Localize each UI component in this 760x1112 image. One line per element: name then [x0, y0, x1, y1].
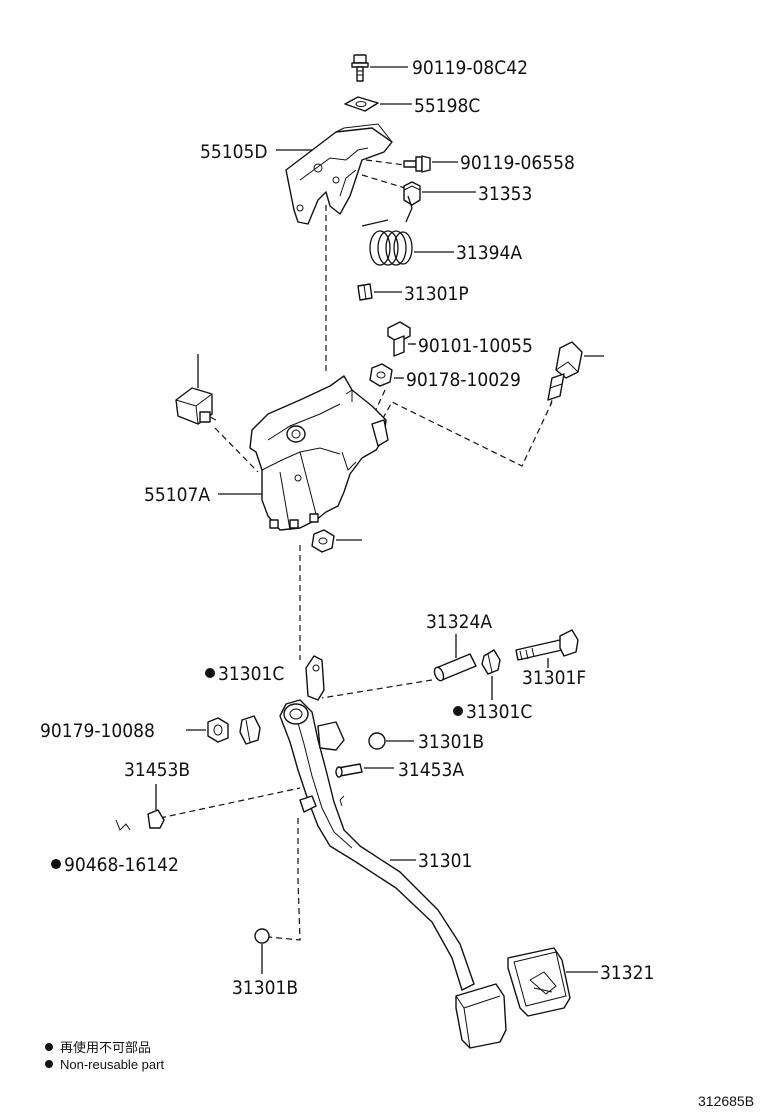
label-31301P: 31301P — [404, 283, 469, 305]
legend-line-2: Non-reusable part — [60, 1057, 164, 1072]
label-31301B-top: 31301B — [418, 731, 484, 753]
stop-lamp-sensor-left — [175, 354, 217, 425]
label-55198C: 55198C — [414, 95, 480, 117]
legend-dot-1 — [45, 1043, 53, 1051]
bolt-90119-08C42 — [351, 54, 408, 82]
label-31301C-left: 31301C — [218, 663, 284, 685]
bushing-31353 — [403, 181, 476, 206]
legend-dot-2 — [45, 1060, 53, 1068]
label-55107A: 55107A — [144, 484, 210, 506]
label-31324A: 31324A — [426, 611, 492, 633]
bushing-31301P — [357, 283, 402, 301]
non-reusable-dot-31301C-left — [205, 668, 215, 678]
label-90179-10088: 90179-10088 — [40, 720, 155, 742]
label-31301: 31301 — [418, 850, 472, 872]
figure-id: 312685B — [698, 1093, 754, 1109]
pedal-pad-31321 — [507, 947, 598, 1017]
label-31301B-bottom: 31301B — [232, 977, 298, 999]
label-31301F: 31301F — [522, 667, 586, 689]
stopper-31301B-top — [368, 732, 414, 750]
label-31301C-right: 31301C — [466, 701, 532, 723]
label-90119-06558: 90119-06558 — [460, 152, 575, 174]
collar-31324A — [433, 634, 477, 682]
label-55105D: 55105D — [200, 141, 268, 163]
nut-refer-fig-84-01 — [311, 529, 362, 553]
non-reusable-dot-90468-16142 — [51, 859, 61, 869]
pin-31453A — [335, 763, 394, 778]
nut-90178-10029 — [369, 363, 404, 387]
pin-31453B — [115, 784, 165, 831]
spring-31394A — [361, 195, 454, 266]
label-90178-10029: 90178-10029 — [406, 369, 521, 391]
legend-line-1: 再使用不可部品 — [60, 1040, 151, 1055]
bolt-90119-06558 — [403, 155, 458, 173]
label-31353: 31353 — [478, 183, 532, 205]
label-90119-08C42: 90119-08C42 — [412, 57, 528, 79]
bracket-55105D — [276, 123, 393, 225]
pedal-pad-mounted — [455, 983, 507, 1049]
bushing-31301C-right — [481, 649, 501, 700]
bolt-90101-10055 — [387, 321, 416, 357]
assembly-dashed-lines — [159, 159, 553, 941]
label-31394A: 31394A — [456, 242, 522, 264]
stopper-31301B-bottom — [254, 928, 270, 974]
label-90101-10055: 90101-10055 — [418, 335, 533, 357]
label-31321: 31321 — [600, 962, 654, 984]
brake-pedal-arm-31301 — [279, 655, 475, 991]
label-31453B: 31453B — [124, 759, 190, 781]
legend: 再使用不可部品 Non-reusable part — [45, 1040, 164, 1072]
nut-90179-10088 — [186, 717, 229, 743]
bushing-31301C-left — [239, 715, 261, 745]
stop-lamp-switch-right — [547, 341, 604, 407]
plate-55198C — [344, 96, 412, 112]
bolt-31301F — [515, 629, 579, 668]
bracket-55107A — [218, 375, 389, 531]
non-reusable-dot-31301C-right — [453, 706, 463, 716]
label-31453A: 31453A — [398, 759, 464, 781]
label-90468-16142: 90468-16142 — [64, 854, 179, 876]
